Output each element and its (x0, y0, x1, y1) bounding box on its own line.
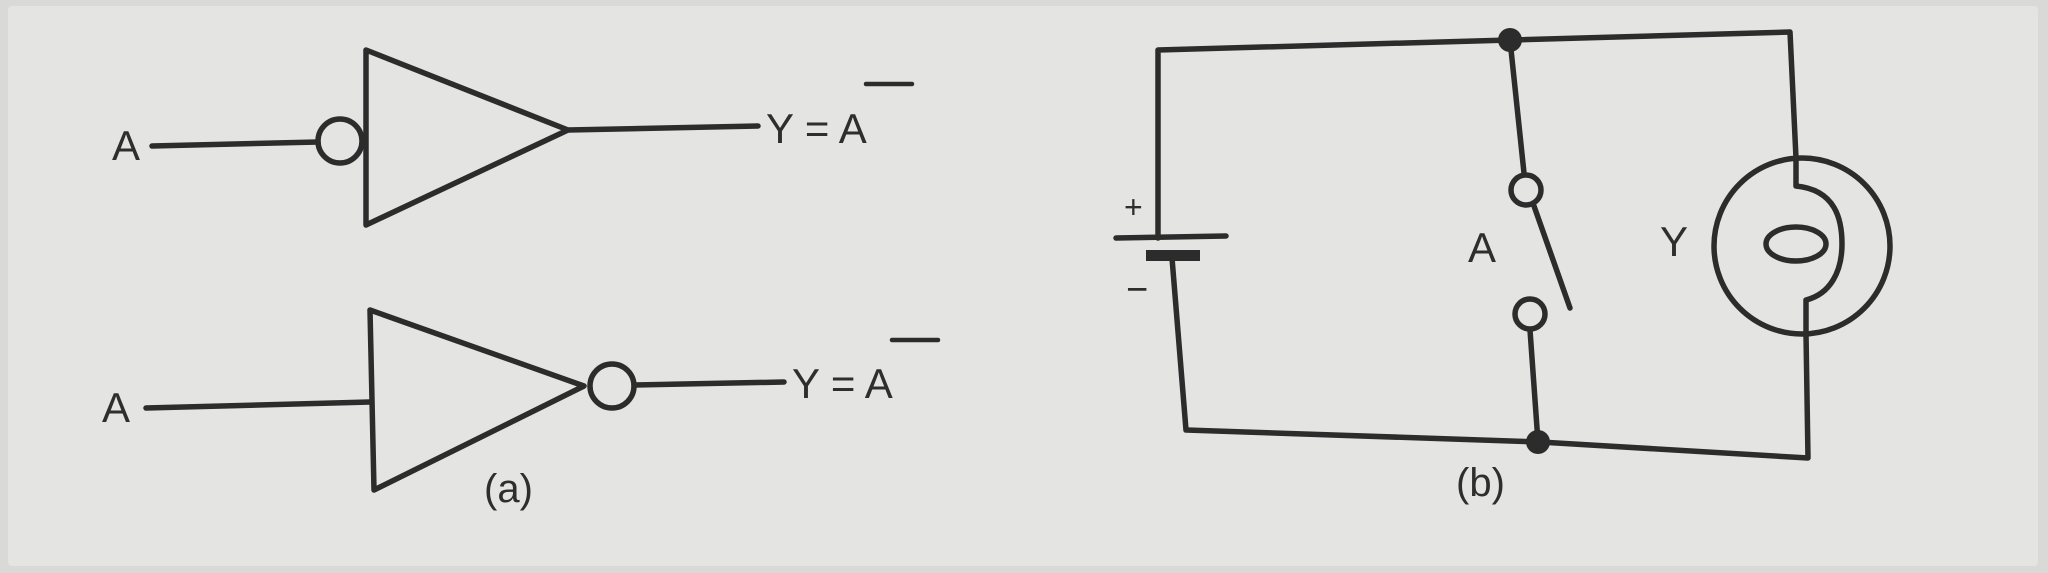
gate-bottom-output-expr: Y = A (792, 360, 893, 407)
not-gate-top: A Y = A (112, 47, 915, 228)
switch-lower-lead (1527, 327, 1541, 445)
panel-a: A Y = A A Y = A (a) (102, 47, 941, 511)
battery-plus-label: + (1124, 189, 1143, 225)
gate-top-input-label: A (112, 122, 140, 169)
gate-top-output-expr: Y = A (766, 105, 867, 152)
paper-background (8, 6, 2038, 566)
lamp-bulb-icon (1711, 155, 1893, 337)
gate-bottom-output-label: Y = A (792, 337, 941, 407)
switch-a: A (1468, 28, 1573, 454)
gate-bottom-triangle (367, 307, 587, 493)
battery-long-plate (1113, 233, 1229, 241)
switch-upper-terminal (1508, 172, 1544, 208)
panel-b: + − A Y (b) (1113, 28, 1893, 505)
switch-upper-lead (1507, 37, 1527, 176)
gate-bottom-output-wire (631, 379, 787, 388)
battery-short-plate (1146, 250, 1200, 261)
not-gate-bottom: A Y = A (102, 307, 941, 493)
bottom-junction-dot (1526, 430, 1550, 454)
gate-top-triangle (363, 47, 571, 228)
switch-blade (1531, 203, 1573, 311)
lamp-filament-loop (1763, 224, 1829, 264)
gate-top-output-label: Y = A (766, 81, 915, 152)
gate-bottom-input-label: A (102, 384, 130, 431)
switch-label: A (1468, 224, 1496, 271)
lamp-filament (1793, 155, 1845, 337)
gate-top-input-wire (149, 139, 321, 149)
gate-top-input-bubble (315, 116, 365, 166)
lamp-label: Y (1660, 218, 1688, 265)
battery-minus-label: − (1126, 269, 1148, 311)
battery: + − (1113, 189, 1229, 311)
panel-b-caption: (b) (1456, 461, 1505, 505)
lamp-y: Y (1660, 155, 1893, 337)
panel-a-caption: (a) (484, 467, 533, 511)
gate-bottom-input-wire (143, 399, 373, 411)
gate-top-output-wire (565, 123, 761, 133)
